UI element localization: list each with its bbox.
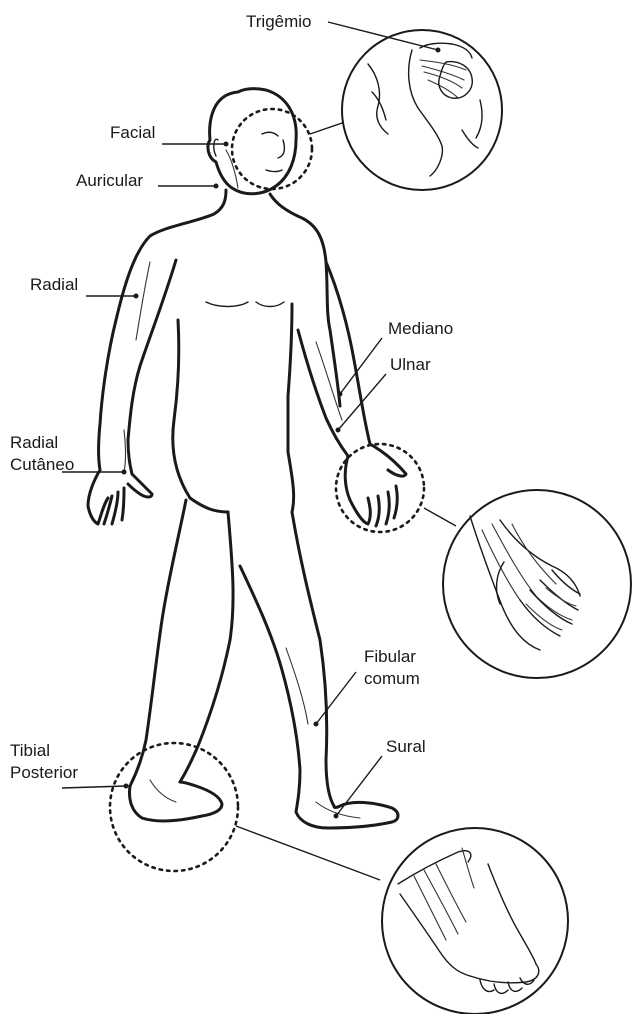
label-radial-cutaneo-line2: Cutâneo: [10, 455, 74, 474]
human-figure: [88, 89, 406, 828]
connector-face: [310, 122, 345, 134]
figure-torso-left: [173, 320, 190, 498]
figure-hip: [190, 452, 294, 512]
figure-nose: [278, 140, 284, 158]
figure-eye: [262, 132, 278, 136]
label-trigemio: Trigêmio: [246, 12, 312, 31]
zoom-foot-detail: [382, 828, 568, 1014]
figure-right-outline: [270, 194, 340, 406]
leader-sural: [336, 756, 382, 816]
leader-fibular: [316, 672, 356, 724]
label-auricular: Auricular: [76, 171, 143, 190]
figure-torso-right: [288, 304, 292, 452]
figure-nerve-forearm-left: [124, 430, 126, 472]
connector-hand: [424, 508, 456, 526]
figure-mouth: [266, 170, 282, 172]
label-tibial-line1: Tibial: [10, 741, 50, 760]
label-mediano: Mediano: [388, 319, 453, 338]
leader-dot-auricular: [214, 184, 219, 189]
figure-left-leg-inner: [180, 512, 233, 782]
figure-right-hand: [345, 444, 406, 526]
label-sural: Sural: [386, 737, 426, 756]
label-radial-cutaneo-line1: Radial: [10, 433, 58, 452]
focus-circle-face: [232, 109, 312, 189]
leader-dot-ulnar: [336, 428, 341, 433]
figure-nerve-arm-left: [136, 262, 150, 340]
label-fibular-line2: comum: [364, 669, 420, 688]
figure-nerve-leg-right: [286, 648, 308, 724]
figure-left-arm-inner: [128, 260, 176, 474]
zoom-face-detail: [342, 30, 502, 190]
focus-circle-foot: [110, 743, 238, 871]
leader-dot-radial-cutaneo: [122, 470, 127, 475]
leader-dot-facial: [224, 142, 229, 147]
figure-ear: [214, 139, 218, 156]
label-fibular-line1: Fibular: [364, 647, 416, 666]
figure-right-foot: [296, 802, 398, 828]
label-facial: Facial: [110, 123, 155, 142]
label-radial: Radial: [30, 275, 78, 294]
leader-ulnar: [338, 374, 386, 430]
zoom-hand-detail: [443, 490, 631, 678]
leader-dot-mediano: [338, 392, 343, 397]
figure-chest: [206, 302, 284, 307]
label-tibial-line2: Posterior: [10, 763, 78, 782]
figure-right-leg-inner: [240, 566, 300, 812]
figure-left-leg-outer: [130, 500, 186, 786]
leader-dot-tibial: [124, 784, 129, 789]
figure-nerve-ankle-left: [150, 780, 176, 802]
leader-dot-fibular: [314, 722, 319, 727]
leader-dot-sural: [334, 814, 339, 819]
connector-foot: [236, 826, 380, 880]
figure-left-hand: [88, 470, 152, 524]
figure-left-outline: [99, 190, 227, 470]
label-ulnar: Ulnar: [390, 355, 431, 374]
leader-dot-trigemio: [436, 48, 441, 53]
leader-dot-radial: [134, 294, 139, 299]
leader-tibial: [62, 786, 126, 788]
focus-circle-hand: [336, 444, 424, 532]
